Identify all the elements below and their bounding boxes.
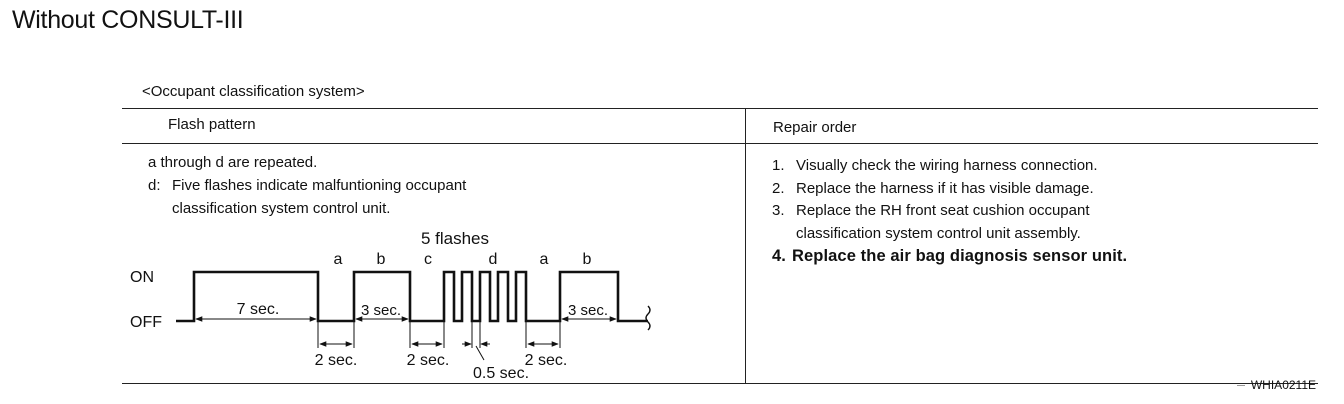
table-column-divider xyxy=(745,108,746,384)
repair-step-text: Replace the air bag diagnosis sensor uni… xyxy=(792,247,1128,265)
repair-step-number: 2. xyxy=(772,179,785,197)
table-caption: <Occupant classification system> xyxy=(142,83,365,100)
label-a-2: a xyxy=(540,251,549,268)
repair-step-number: 1. xyxy=(772,157,785,174)
label-c: c xyxy=(424,251,432,268)
label-d: d xyxy=(489,251,498,268)
repair-step-4: 4. Replace the air bag diagnosis sensor … xyxy=(772,245,1127,268)
label-a-1: a xyxy=(334,251,343,268)
dur-2sec-1: 2 sec. xyxy=(315,352,358,369)
d-note-label: d: xyxy=(148,177,161,194)
dur-3sec-1: 3 sec. xyxy=(361,302,401,319)
d-note-line1: d: Five flashes indicate malfuntioning oc… xyxy=(148,174,466,197)
flash-waveform xyxy=(176,270,648,323)
repeat-note: a through d are repeated. xyxy=(148,154,318,171)
repair-step-3: 3. Replace the RH front seat cushion occ… xyxy=(772,200,1127,223)
header-repair-order: Repair order xyxy=(773,119,857,136)
off-label: OFF xyxy=(130,314,162,331)
repair-step-number: 3. xyxy=(772,202,785,219)
repair-step-number: 4. xyxy=(772,247,786,265)
table-header-rule-left xyxy=(122,143,745,144)
repair-step-text: Visually check the wiring harness connec… xyxy=(796,157,1098,174)
repair-step-text: Replace the harness if it has visible da… xyxy=(796,179,1094,197)
d-note-text: Five flashes indicate malfuntioning occu… xyxy=(172,177,467,194)
label-b-1: b xyxy=(377,251,386,268)
repair-step-2: 2. Replace the harness if it has visible… xyxy=(772,178,1127,201)
dur-7sec: 7 sec. xyxy=(237,301,280,318)
table-top-rule xyxy=(122,108,1318,109)
table-bottom-rule xyxy=(122,383,1318,384)
repair-order-list: 1. Visually check the wiring harness con… xyxy=(772,155,1127,268)
dur-0.5sec: 0.5 sec. xyxy=(473,365,529,382)
page-title: Without CONSULT-III xyxy=(12,6,244,34)
dur-2sec-2: 2 sec. xyxy=(407,352,450,369)
label-b-2: b xyxy=(583,251,592,268)
break-mark-icon xyxy=(645,305,651,331)
header-flash-pattern: Flash pattern xyxy=(168,116,256,133)
dur-2sec-3: 2 sec. xyxy=(525,352,568,369)
repair-step-text-cont: classification system control unit assem… xyxy=(796,224,1081,242)
dur-3sec-2: 3 sec. xyxy=(568,302,608,319)
five-flashes-label: 5 flashes xyxy=(421,229,489,248)
repair-step-text: Replace the RH front seat cushion occupa… xyxy=(796,202,1090,219)
flash-pattern-notes: a through d are repeated. d: Five flashes… xyxy=(148,151,466,220)
repair-step-3-cont: classification system control unit assem… xyxy=(772,223,1127,246)
table-header-rule-right xyxy=(745,143,1318,144)
repair-step-1: 1. Visually check the wiring harness con… xyxy=(772,155,1127,178)
dim-0.5sec-leader xyxy=(475,345,485,361)
d-note-line2: classification system control unit. xyxy=(172,200,391,217)
figure-code: WHIA0211E xyxy=(1237,378,1316,392)
on-label: ON xyxy=(130,269,154,286)
